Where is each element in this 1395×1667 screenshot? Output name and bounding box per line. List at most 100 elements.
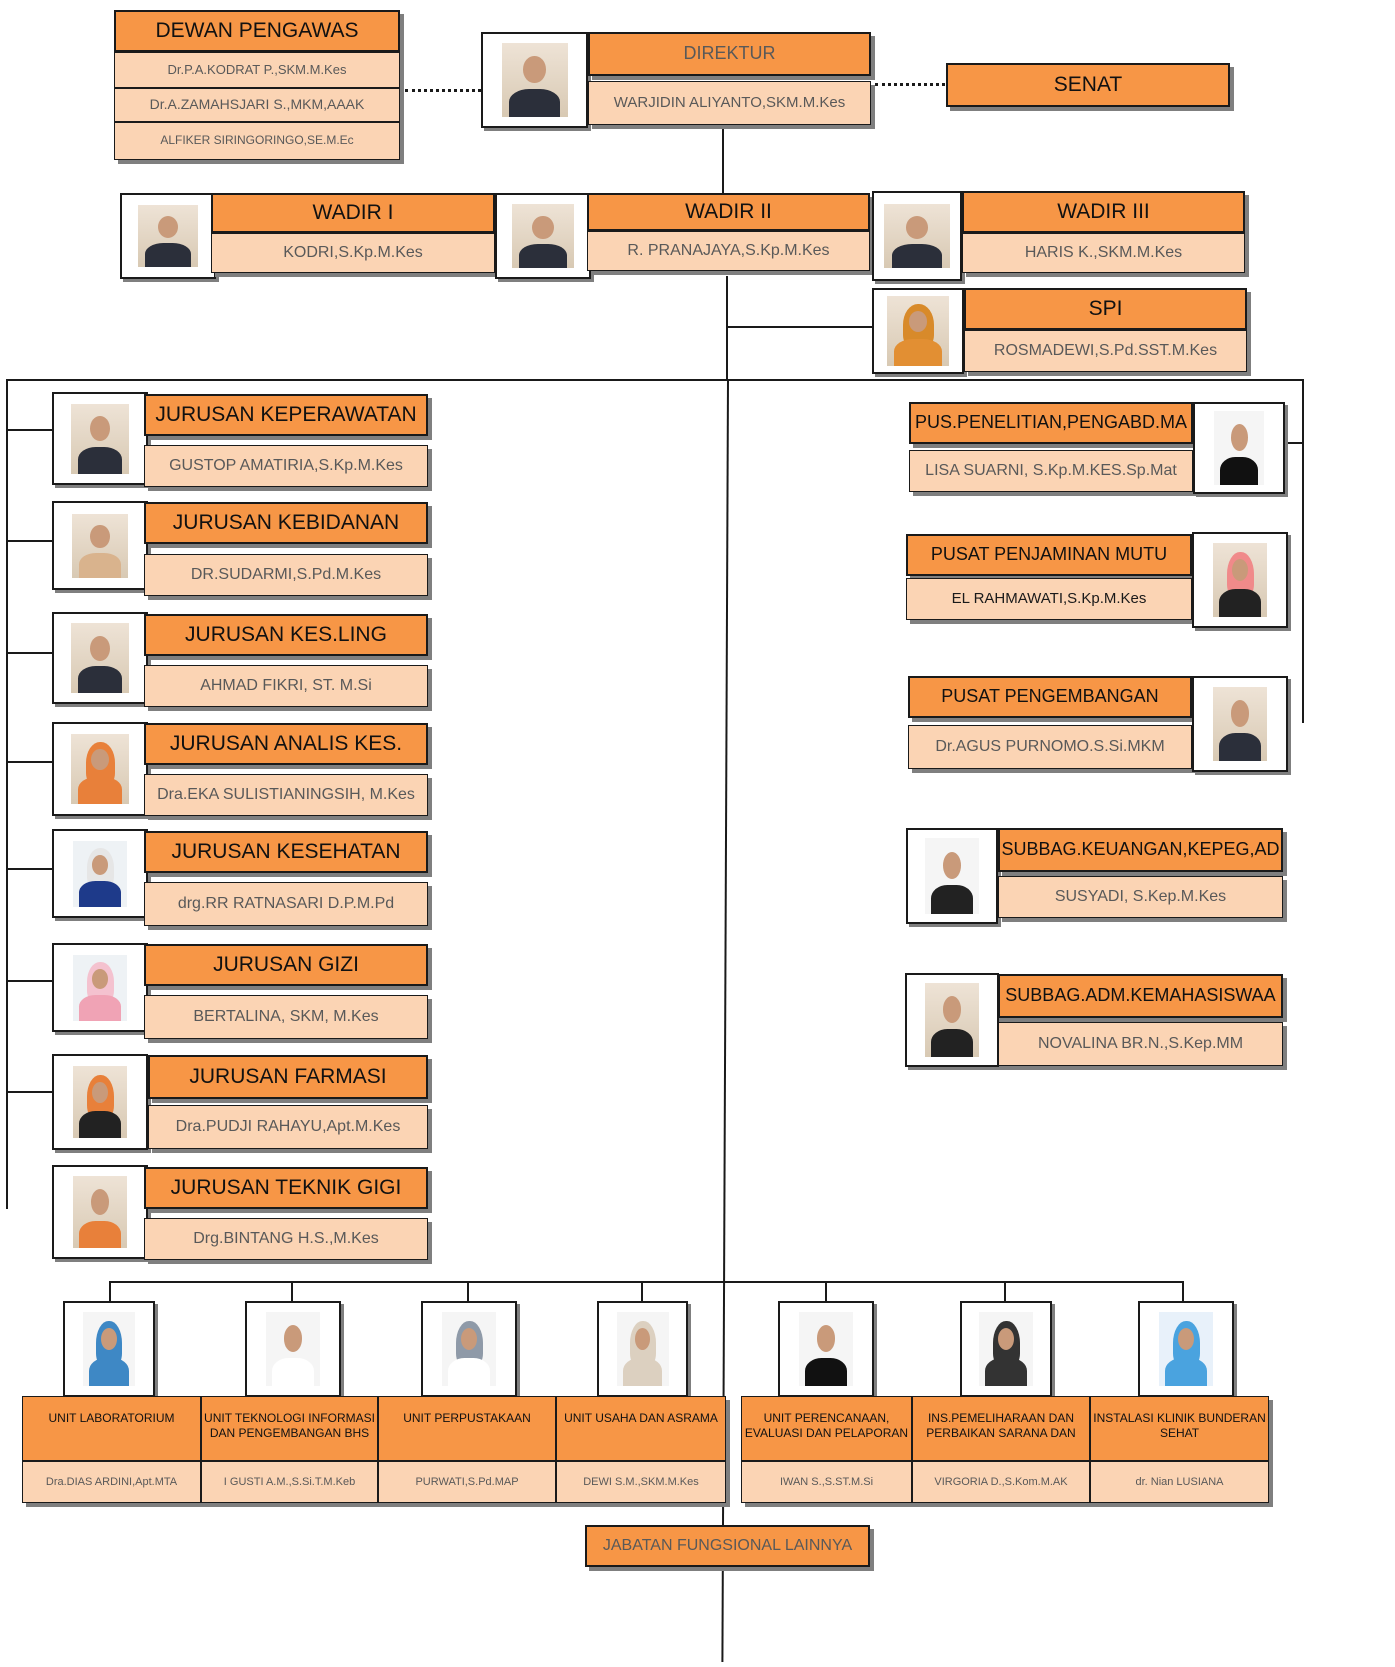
unit-tick-4 xyxy=(641,1281,643,1301)
right-vertical xyxy=(1302,379,1304,723)
unit-6-photo xyxy=(960,1301,1052,1397)
pusat-2-title: PUSAT PENJAMINAN MUTU xyxy=(906,534,1192,576)
unit-tick-3 xyxy=(467,1281,469,1301)
unit-1-name: Dra.DIAS ARDINI,Apt.MTA xyxy=(22,1461,201,1503)
unit-tick-2 xyxy=(291,1281,293,1301)
jurusan-6-photo xyxy=(52,943,148,1032)
wadir-3-title: WADIR III xyxy=(962,191,1245,233)
jurusan-4-name: Dra.EKA SULISTIANINGSIH, M.Kes xyxy=(144,774,428,816)
jurusan-2-photo xyxy=(52,501,148,590)
unit-5-photo xyxy=(778,1301,874,1397)
wadir-2-name: R. PRANAJAYA,S.Kp.M.Kes xyxy=(587,231,870,271)
unit-6-name: VIRGORIA D.,S.Kom.M.AK xyxy=(912,1461,1090,1503)
direktur-photo xyxy=(481,32,588,128)
unit-2-title: UNIT TEKNOLOGI INFORMASI DAN PENGEMBANGA… xyxy=(201,1396,378,1461)
direktur-name: WARJIDIN ALIYANTO,SKM.M.Kes xyxy=(588,81,871,125)
unit-3-title: UNIT PERPUSTAKAAN xyxy=(378,1396,556,1461)
dewan-member-3: ALFIKER SIRINGORINGO,SE.M.Ec xyxy=(114,122,400,160)
jurusan-7-name: Dra.PUDJI RAHAYU,Apt.M.Kes xyxy=(148,1105,428,1149)
subbag-2-title: SUBBAG.ADM.KEMAHASISWAA xyxy=(998,974,1283,1018)
wadir-3-photo xyxy=(872,191,962,281)
unit-2-photo xyxy=(245,1301,341,1397)
dewan-pengawas-title: DEWAN PENGAWAS xyxy=(114,10,400,52)
jur-tick-5 xyxy=(6,868,52,870)
dewan-connector xyxy=(405,89,481,92)
subbag-1-title: SUBBAG.KEUANGAN,KEPEG,AD xyxy=(998,828,1283,872)
senat-box: SENAT xyxy=(946,63,1230,107)
pusat-1-title: PUS.PENELITIAN,PENGABD.MA xyxy=(909,402,1193,444)
subbag-2-photo xyxy=(905,973,999,1067)
pusat-3-title: PUSAT PENGEMBANGAN xyxy=(908,676,1192,718)
jurusan-8-photo xyxy=(52,1165,148,1259)
direktur-title: DIREKTUR xyxy=(588,32,871,76)
jur-tick-7 xyxy=(6,1091,52,1093)
wadir-1-name: KODRI,S.Kp.M.Kes xyxy=(211,233,495,273)
pusat-2-photo xyxy=(1192,532,1288,628)
pusat-3-name: Dr.AGUS PURNOMO.S.Si.MKM xyxy=(908,725,1192,769)
jurusan-4-photo xyxy=(52,722,148,816)
unit-1-photo xyxy=(63,1301,155,1397)
jur-tick-1 xyxy=(6,429,52,431)
jurusan-5-name: drg.RR RATNASARI D.P.M.Pd xyxy=(144,882,428,926)
units-horizontal xyxy=(109,1281,1184,1283)
unit-3-name: PURWATI,S.Pd.MAP xyxy=(378,1461,556,1503)
jur-tick-6 xyxy=(6,980,52,982)
right-tick-1 xyxy=(1286,442,1304,444)
jurusan-2-name: DR.SUDARMI,S.Pd.M.Kes xyxy=(144,554,428,596)
subbag-1-name: SUSYADI, S.Kep.M.Kes xyxy=(998,876,1283,918)
left-vertical xyxy=(6,379,8,1209)
jurusan-1-name: GUSTOP AMATIRIA,S.Kp.M.Kes xyxy=(144,445,428,487)
spi-photo xyxy=(872,288,964,374)
unit-2-name: I GUSTI A.M.,S.Si.T.M.Keb xyxy=(201,1461,378,1503)
unit-4-photo xyxy=(597,1301,688,1397)
unit-7-title: INSTALASI KLINIK BUNDERAN SEHAT xyxy=(1090,1396,1269,1461)
jurusan-3-title: JURUSAN KES.LING xyxy=(144,614,428,656)
unit-4-name: DEWI S.M.,SKM.M.Kes xyxy=(556,1461,726,1503)
jurusan-8-name: Drg.BINTANG H.S.,M.Kes xyxy=(144,1218,428,1260)
jurusan-3-photo xyxy=(52,612,148,704)
jurusan-1-title: JURUSAN KEPERAWATAN xyxy=(144,394,428,436)
spi-branch xyxy=(726,326,876,328)
jurusan-7-photo xyxy=(52,1054,148,1150)
wadir-2-title: WADIR II xyxy=(587,193,870,231)
pusat-1-photo xyxy=(1193,402,1285,494)
pusat-3-photo xyxy=(1192,676,1288,772)
wadir-1-title: WADIR I xyxy=(211,193,495,233)
dewan-member-2: Dr.A.ZAMAHSJARI S.,MKM,AAAK xyxy=(114,88,400,122)
dewan-member-1: Dr.P.A.KODRAT P.,SKM.M.Kes xyxy=(114,52,400,88)
jurusan-6-name: BERTALINA, SKM, M.Kes xyxy=(144,995,428,1039)
subbag-1-photo xyxy=(906,828,998,924)
wadir-3-name: HARIS K.,SKM.M.Kes xyxy=(962,233,1245,273)
jabatan-fungsional-box: JABATAN FUNGSIONAL LAINNYA xyxy=(585,1525,870,1567)
main-horizontal xyxy=(6,379,1304,381)
unit-7-photo xyxy=(1138,1301,1234,1397)
unit-5-title: UNIT PERENCANAAN, EVALUASI DAN PELAPORAN xyxy=(741,1396,912,1461)
jurusan-2-title: JURUSAN KEBIDANAN xyxy=(144,502,428,544)
unit-3-photo xyxy=(421,1301,517,1397)
unit-tick-7 xyxy=(1182,1281,1184,1301)
jur-tick-2 xyxy=(6,540,52,542)
jurusan-6-title: JURUSAN GIZI xyxy=(144,944,428,986)
unit-1-title: UNIT LABORATORIUM xyxy=(22,1396,201,1461)
subbag-2-name: NOVALINA BR.N.,S.Kep.MM xyxy=(998,1022,1283,1066)
unit-tick-5 xyxy=(825,1281,827,1301)
jur-tick-4 xyxy=(6,761,52,763)
jurusan-8-title: JURUSAN TEKNIK GIGI xyxy=(144,1167,428,1209)
unit-tick-1 xyxy=(109,1281,111,1301)
direktur-stem xyxy=(722,126,724,194)
spi-name: ROSMADEWI,S.Pd.SST.M.Kes xyxy=(964,330,1247,372)
jurusan-4-title: JURUSAN ANALIS KES. xyxy=(144,723,428,765)
jurusan-7-title: JURUSAN FARMASI xyxy=(148,1055,428,1099)
unit-7-name: dr. Nian LUSIANA xyxy=(1090,1461,1269,1503)
jurusan-5-title: JURUSAN KESEHATAN xyxy=(144,831,428,873)
pusat-2-name: EL RAHMAWATI,S.Kp.M.Kes xyxy=(906,578,1192,620)
pusat-1-name: LISA SUARNI, S.Kp.M.KES.Sp.Mat xyxy=(909,450,1193,492)
wadir-2-photo xyxy=(495,193,591,279)
wadir-1-photo xyxy=(120,193,216,279)
jur-tick-3 xyxy=(6,652,52,654)
unit-6-title: INS.PEMELIHARAAN DAN PERBAIKAN SARANA DA… xyxy=(912,1396,1090,1461)
senat-connector xyxy=(875,83,945,86)
spine-upper xyxy=(726,276,728,381)
jurusan-5-photo xyxy=(52,829,148,918)
unit-5-name: IWAN S.,S.ST.M.Si xyxy=(741,1461,912,1503)
